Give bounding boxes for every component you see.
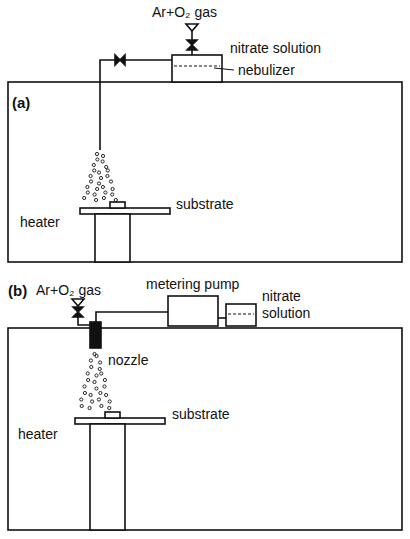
droplet [95, 152, 98, 155]
droplet [105, 393, 108, 396]
droplet [105, 165, 108, 168]
droplet [102, 196, 105, 199]
droplet [83, 391, 86, 394]
part-label: metering pump [146, 276, 239, 293]
nozzle-body [90, 322, 101, 348]
solution-level-a [174, 66, 220, 67]
droplet [96, 187, 99, 190]
droplet [97, 182, 100, 185]
droplet [89, 359, 92, 362]
part-label: nozzle [108, 352, 148, 369]
droplet [106, 174, 109, 177]
droplet [106, 169, 109, 172]
part-label: nebulizer [238, 62, 295, 79]
spray-droplets [80, 152, 118, 409]
droplet [80, 404, 83, 407]
droplet [86, 372, 89, 375]
part-label: substrate [172, 406, 230, 423]
droplet [94, 198, 97, 201]
droplet [90, 365, 93, 368]
droplet [92, 163, 95, 166]
droplet [99, 361, 102, 364]
gas-arrow-b [72, 299, 84, 306]
solution-level-b [228, 314, 254, 315]
droplet [101, 160, 104, 163]
droplet [99, 391, 102, 394]
droplet [96, 158, 99, 161]
droplet [80, 398, 83, 401]
part-label: (b) [8, 282, 27, 299]
part-label: Ar+O₂ gas [36, 282, 101, 299]
droplet [93, 193, 96, 196]
droplet [101, 185, 104, 188]
leader-line [214, 68, 234, 70]
part-label: (a) [12, 94, 30, 111]
droplet [108, 400, 111, 403]
part-label: heater [20, 214, 60, 231]
part-label: nitrate solution [262, 288, 328, 322]
droplet [101, 154, 104, 157]
part-label: heater [18, 426, 58, 443]
droplet [93, 380, 96, 383]
valve-a1 [187, 40, 197, 50]
droplet [97, 171, 100, 174]
droplet [97, 398, 100, 401]
solution-container [226, 304, 256, 326]
valve-a2 [115, 55, 125, 65]
substrate-plate-b [75, 418, 165, 424]
chamber-b [8, 328, 402, 530]
aerosol-pipe [100, 60, 172, 150]
droplet [89, 180, 92, 183]
droplet [89, 174, 92, 177]
heater-block-b [90, 424, 125, 530]
droplet [95, 374, 98, 377]
sample-b [105, 412, 120, 418]
droplet [95, 387, 98, 390]
valve-b [73, 307, 83, 317]
droplet [109, 180, 112, 183]
pump-feed [218, 317, 226, 319]
droplet [104, 191, 107, 194]
droplet [86, 191, 89, 194]
droplet [86, 185, 89, 188]
droplet [100, 404, 103, 407]
sample-a [110, 202, 125, 208]
gas-arrow-a [186, 24, 198, 31]
droplet [103, 378, 106, 381]
part-label: nitrate solution [230, 40, 321, 57]
solution-pipe [96, 312, 168, 322]
droplet [99, 176, 102, 179]
droplet [87, 378, 90, 381]
droplet [93, 169, 96, 172]
droplet [98, 367, 101, 370]
metering-pump-box [168, 296, 218, 326]
heater-block-a [95, 214, 130, 262]
droplet [95, 354, 98, 357]
droplet [83, 196, 86, 199]
droplet [111, 187, 114, 190]
droplet [91, 400, 94, 403]
droplet [88, 406, 91, 409]
droplet [89, 393, 92, 396]
part-label: Ar+O₂ gas [152, 4, 217, 21]
droplet [103, 385, 106, 388]
chamber-a [8, 82, 402, 262]
droplet [100, 372, 103, 375]
droplet [83, 385, 86, 388]
droplet [114, 198, 117, 201]
droplet [108, 406, 111, 409]
substrate-plate-a [80, 208, 170, 214]
droplet [111, 193, 114, 196]
part-label: substrate [176, 196, 234, 213]
